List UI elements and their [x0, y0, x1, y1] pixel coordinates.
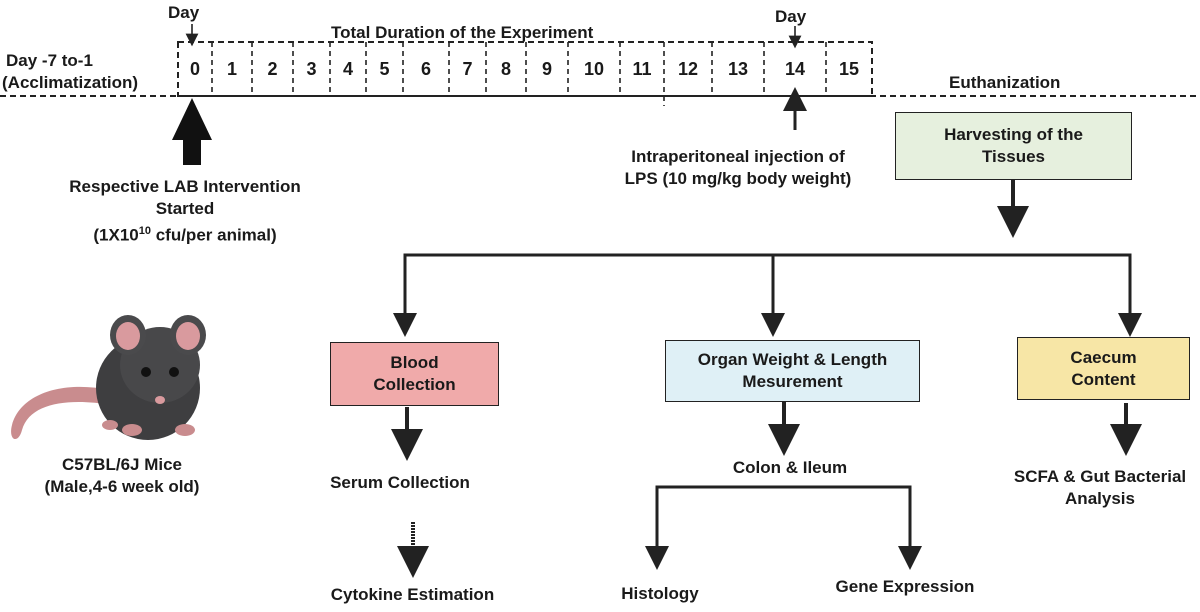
day-cell: 6: [420, 59, 431, 79]
blood-line2: Collection: [373, 375, 456, 394]
acclimatization-label-1: Day -7 to-1: [6, 51, 93, 70]
day-marker-start: Day: [168, 3, 200, 22]
day-cell: 15: [838, 59, 860, 79]
organ-measurement-box: Organ Weight & Length Mesurement: [665, 340, 920, 402]
day-cell: 4: [342, 59, 353, 79]
caecum-line1: Caecum: [1070, 347, 1137, 367]
day-cell: 5: [379, 59, 390, 79]
day-cell: 3: [306, 59, 317, 79]
dose-suffix: cfu/per animal): [150, 225, 277, 245]
intervention-line2: Started: [155, 199, 215, 218]
branch-line: [403, 253, 1132, 325]
day-track: [177, 41, 873, 97]
harvest-line2: Tissues: [981, 147, 1045, 166]
intervention-dose: (1X1010 cfu/per animal): [40, 220, 330, 247]
organ-line1: Organ Weight & Length: [697, 350, 888, 369]
euthanization-label: Euthanization: [949, 73, 1061, 92]
mouse-label-1: C57BL/6J Mice: [62, 455, 182, 474]
total-duration-label: Total Duration of the Experiment: [331, 23, 594, 42]
blood-collection-box: Blood Collection: [330, 342, 499, 406]
harvest-box: Harvesting of the Tissues: [895, 112, 1132, 180]
dose-exponent: 10: [138, 225, 151, 237]
lps-line1: Intraperitoneal injection of: [631, 147, 845, 166]
organ-line2: Mesurement: [742, 372, 843, 391]
dose-prefix: (1X10: [93, 225, 139, 245]
lps-line2: LPS (10 mg/kg body weight): [624, 169, 852, 188]
gene-expression-label: Gene Expression: [835, 577, 975, 596]
histology-label: Histology: [621, 584, 699, 603]
day-cell: 13: [727, 59, 749, 79]
day-cell: 10: [583, 59, 605, 79]
day-cell: 0: [189, 59, 200, 79]
intervention-arrow: [172, 98, 212, 165]
mouse-label-2: (Male,4-6 week old): [44, 477, 200, 496]
day-cell: 2: [267, 59, 278, 79]
caecum-content-box: Caecum Content: [1017, 337, 1190, 400]
day-cell: 11: [632, 59, 652, 79]
blood-line1: Blood: [390, 353, 439, 372]
mouse-illustration: [11, 315, 206, 440]
intervention-line1: Respective LAB Intervention: [69, 177, 301, 196]
day-marker-end: Day: [775, 7, 807, 26]
day-cell: 9: [541, 59, 552, 79]
day-cell: 7: [462, 59, 473, 79]
colon-ileum-label: Colon & Ileum: [732, 458, 848, 477]
caecum-line2: Content: [1071, 369, 1136, 389]
day-cell: 14: [784, 59, 806, 79]
day-cell: 12: [677, 59, 699, 79]
scfa-line1: SCFA & Gut Bacterial: [1013, 467, 1187, 486]
day-cell: 1: [226, 59, 237, 79]
harvest-line1: Harvesting of the: [944, 125, 1083, 144]
scfa-line2: Analysis: [1065, 489, 1135, 508]
day-dividers: [211, 42, 827, 106]
day-cell: 8: [500, 59, 511, 79]
cytokine-estimation-label: Cytokine Estimation: [330, 585, 495, 604]
acclimatization-label-2: (Acclimatization): [2, 73, 139, 92]
serum-collection-label: Serum Collection: [330, 473, 470, 492]
